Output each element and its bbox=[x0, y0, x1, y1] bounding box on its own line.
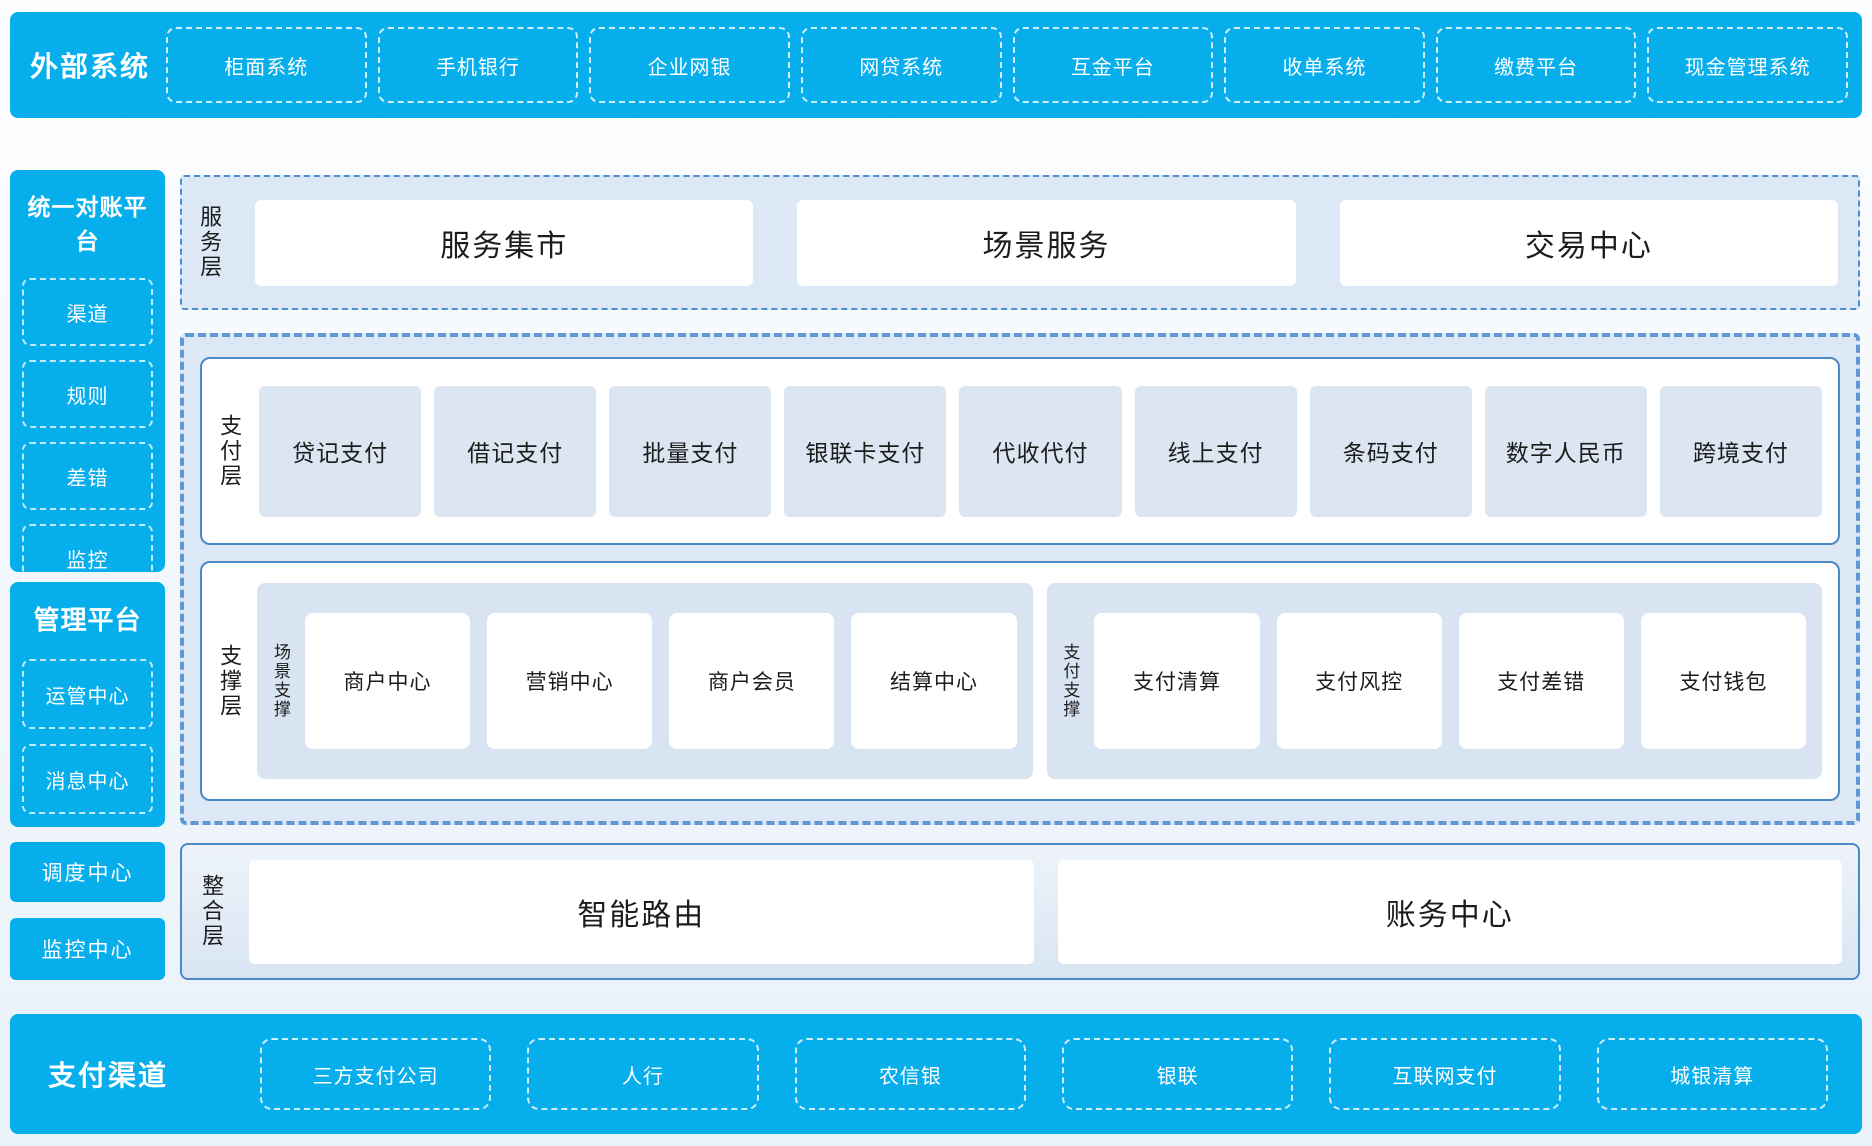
payment-support-list: 支付清算支付风控支付差错支付钱包 bbox=[1094, 613, 1807, 749]
dispatch-center-box: 调度中心 bbox=[10, 842, 165, 902]
scene-support-box: 结算中心 bbox=[851, 613, 1017, 749]
payment-channels-title: 支付渠道 bbox=[48, 1060, 169, 1091]
monitor-center-box: 监控中心 bbox=[10, 918, 165, 980]
payment-support-group: 支付支撑 支付清算支付风控支付差错支付钱包 bbox=[1046, 583, 1822, 779]
management-platform-title: 管理平台 bbox=[33, 605, 142, 635]
payment-support-label: 支付支撑 bbox=[1060, 643, 1080, 719]
service-box: 服务集市 bbox=[255, 199, 754, 286]
payment-box: 批量支付 bbox=[609, 385, 772, 517]
scene-support-box: 营销中心 bbox=[487, 613, 653, 749]
management-item-box: 消息中心 bbox=[22, 744, 153, 814]
payment-box: 银联卡支付 bbox=[784, 385, 947, 517]
external-system-box: 收单系统 bbox=[1224, 27, 1425, 103]
integration-layer: 整合层 智能路由账务中心 bbox=[180, 843, 1860, 980]
support-groups: 场景支撑 商户中心营销中心商户会员结算中心 支付支撑 支付清算支付风控支付差错支… bbox=[257, 583, 1822, 779]
support-layer-label: 支撑层 bbox=[217, 643, 243, 719]
integration-box: 智能路由 bbox=[249, 859, 1034, 964]
external-system-box: 网贷系统 bbox=[800, 27, 1002, 103]
payment-channel-box: 三方支付公司 bbox=[260, 1038, 492, 1110]
scene-support-box: 商户会员 bbox=[669, 613, 835, 749]
payment-box: 数字人民币 bbox=[1484, 385, 1647, 517]
management-platform-group: 管理平台 运管中心消息中心 bbox=[10, 582, 165, 827]
payment-support-box: 支付清算 bbox=[1094, 613, 1260, 749]
external-system-box: 柜面系统 bbox=[166, 27, 367, 103]
support-layer: 支撑层 场景支撑 商户中心营销中心商户会员结算中心 支付支撑 支付清算支付风控支… bbox=[200, 561, 1840, 801]
payment-box: 跨境支付 bbox=[1659, 385, 1822, 517]
scene-support-label: 场景支撑 bbox=[270, 643, 290, 719]
payment-channel-box: 农信银 bbox=[794, 1038, 1026, 1110]
reconciliation-item-box: 渠道 bbox=[22, 278, 153, 346]
payment-layer-label: 支付层 bbox=[217, 413, 243, 489]
payment-box: 借记支付 bbox=[434, 385, 597, 517]
external-systems-bar: 外部系统 柜面系统手机银行企业网银网贷系统互金平台收单系统缴费平台现金管理系统 bbox=[10, 12, 1862, 118]
external-system-box: 企业网银 bbox=[589, 27, 790, 103]
payment-box: 贷记支付 bbox=[259, 385, 422, 517]
payment-support-box: 支付风控 bbox=[1276, 613, 1442, 749]
payment-channel-box: 互联网支付 bbox=[1329, 1038, 1561, 1110]
management-platform-list: 运管中心消息中心 bbox=[22, 659, 153, 814]
payment-layer-list: 贷记支付借记支付批量支付银联卡支付代收代付线上支付条码支付数字人民币跨境支付 bbox=[259, 385, 1822, 517]
integration-box: 账务中心 bbox=[1057, 859, 1842, 964]
integration-layer-list: 智能路由账务中心 bbox=[249, 859, 1842, 964]
reconciliation-platform-group: 统一对账平台 渠道规则差错监控 bbox=[10, 170, 165, 592]
external-system-box: 现金管理系统 bbox=[1647, 27, 1848, 103]
external-system-box: 互金平台 bbox=[1012, 27, 1214, 103]
payment-channel-box: 银联 bbox=[1061, 1038, 1294, 1110]
service-layer: 服务层 服务集市场景服务交易中心 bbox=[180, 175, 1860, 310]
service-layer-label: 服务层 bbox=[197, 205, 223, 280]
scene-support-group: 场景支撑 商户中心营销中心商户会员结算中心 bbox=[257, 583, 1033, 779]
core-layers-container: 支付层 贷记支付借记支付批量支付银联卡支付代收代付线上支付条码支付数字人民币跨境… bbox=[180, 333, 1860, 825]
management-item-box: 运管中心 bbox=[22, 659, 153, 729]
reconciliation-item-box: 差错 bbox=[22, 442, 153, 510]
payment-support-box: 支付钱包 bbox=[1640, 613, 1807, 749]
payment-box: 代收代付 bbox=[959, 385, 1122, 517]
reconciliation-item-box: 规则 bbox=[22, 360, 153, 428]
reconciliation-platform-title: 统一对账平台 bbox=[27, 194, 148, 254]
payment-layer: 支付层 贷记支付借记支付批量支付银联卡支付代收代付线上支付条码支付数字人民币跨境… bbox=[200, 357, 1840, 545]
scene-support-list: 商户中心营销中心商户会员结算中心 bbox=[304, 613, 1017, 749]
left-sidebar: 统一对账平台 渠道规则差错监控 管理平台 运管中心消息中心 调度中心 监控中心 bbox=[10, 170, 165, 980]
service-box: 交易中心 bbox=[1339, 199, 1838, 286]
service-box: 场景服务 bbox=[797, 199, 1296, 286]
reconciliation-platform-list: 渠道规则差错监控 bbox=[22, 278, 153, 592]
payment-support-box: 支付差错 bbox=[1458, 613, 1624, 749]
external-systems-title: 外部系统 bbox=[30, 51, 151, 82]
scene-support-box: 商户中心 bbox=[304, 613, 471, 749]
payment-channel-box: 城银清算 bbox=[1596, 1038, 1828, 1110]
service-layer-list: 服务集市场景服务交易中心 bbox=[255, 199, 1838, 286]
payment-channels-list: 三方支付公司人行农信银银联互联网支付城银清算 bbox=[260, 1038, 1828, 1110]
payment-channels-bar: 支付渠道 三方支付公司人行农信银银联互联网支付城银清算 bbox=[10, 1014, 1862, 1134]
payment-box: 线上支付 bbox=[1134, 385, 1297, 517]
integration-layer-label: 整合层 bbox=[199, 874, 225, 949]
external-systems-list: 柜面系统手机银行企业网银网贷系统互金平台收单系统缴费平台现金管理系统 bbox=[166, 27, 1848, 103]
main-layers: 服务层 服务集市场景服务交易中心 支付层 贷记支付借记支付批量支付银联卡支付代收… bbox=[180, 175, 1860, 980]
payment-box: 条码支付 bbox=[1309, 385, 1472, 517]
external-system-box: 缴费平台 bbox=[1435, 27, 1637, 103]
payment-channel-box: 人行 bbox=[527, 1038, 759, 1110]
external-system-box: 手机银行 bbox=[377, 27, 579, 103]
